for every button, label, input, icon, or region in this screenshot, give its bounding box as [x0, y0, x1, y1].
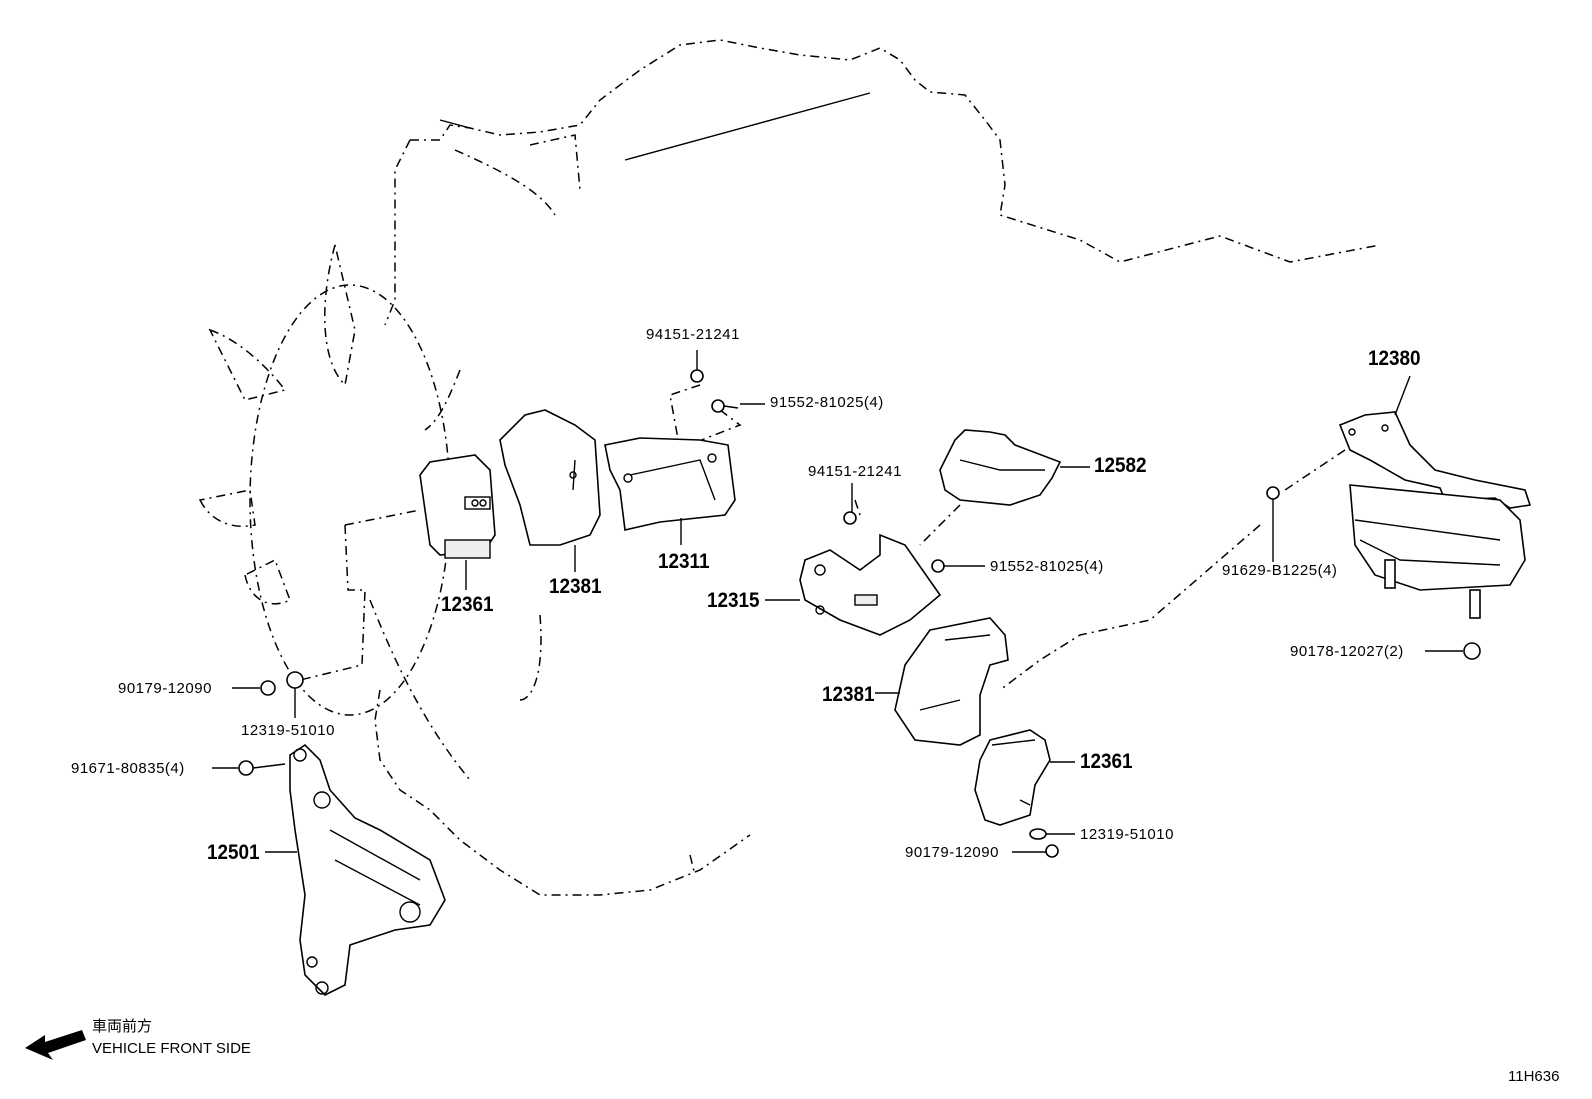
part-12380-shape [1338, 411, 1532, 619]
label-12361-right: 12361 [1080, 750, 1133, 773]
label-91552-upper: 91552-81025(4) [770, 394, 884, 411]
front-arrow-icon [25, 1030, 86, 1060]
fasteners [238, 369, 1481, 858]
label-90179-left: 90179-12090 [118, 680, 212, 697]
part-12311-shape [604, 437, 736, 531]
part-12381-left-shape [499, 409, 601, 546]
label-12311: 12311 [658, 550, 710, 573]
label-12315: 12315 [707, 589, 760, 612]
front-side-label-jp: 車両前方 [92, 1018, 153, 1035]
label-91552-mid: 91552-81025(4) [990, 558, 1104, 575]
label-12380: 12380 [1368, 347, 1421, 370]
label-91671: 91671-80835(4) [71, 760, 185, 777]
label-12582: 12582 [1094, 454, 1147, 477]
part-12582-shape [939, 429, 1062, 506]
label-12381-left: 12381 [549, 575, 602, 598]
front-side-label-en: VEHICLE FRONT SIDE [92, 1040, 251, 1057]
label-12319-left: 12319-51010 [241, 722, 335, 739]
part-12361-left-shape [419, 454, 496, 559]
engine-outline [369, 39, 1381, 896]
label-91629: 91629-B1225(4) [1222, 562, 1338, 579]
label-12381-right: 12381 [822, 683, 875, 706]
part-12381-right-shape [894, 617, 1009, 746]
part-12501-shape [289, 743, 446, 996]
part-12361-right-shape [974, 729, 1051, 826]
part-12315-shape [799, 533, 942, 636]
label-90178: 90178-12027(2) [1290, 643, 1404, 660]
label-12501: 12501 [207, 841, 260, 864]
label-12319-right: 12319-51010 [1080, 826, 1174, 843]
diagram-ref-code: 11H636 [1508, 1068, 1560, 1085]
label-94151-upper: 94151-21241 [646, 326, 740, 343]
label-94151-mid: 94151-21241 [808, 463, 902, 480]
leader-lines [212, 350, 1463, 853]
label-90179-right: 90179-12090 [905, 844, 999, 861]
label-12361-left: 12361 [441, 593, 494, 616]
